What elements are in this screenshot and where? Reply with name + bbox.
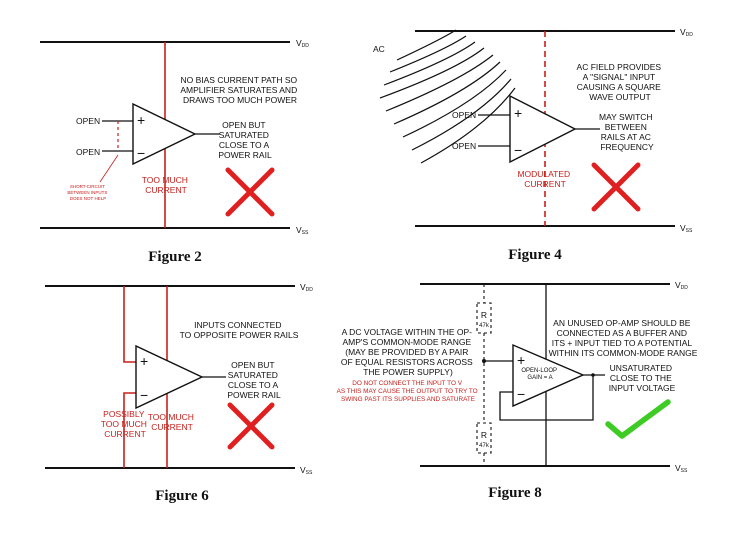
resistor-top [476, 302, 492, 334]
fig2-current-note: TOO MUCH CURRENT [142, 175, 191, 195]
fail-cross-icon [225, 167, 275, 217]
figure-8-caption: Figure 8 [488, 485, 541, 501]
feedback-wire [499, 375, 594, 421]
open-bottom-label: OPEN [76, 147, 100, 157]
figure-4-caption: Figure 4 [508, 247, 562, 263]
vdd-label: VDD [296, 38, 309, 49]
resistor-bottom [476, 422, 492, 454]
op-amp [135, 344, 204, 410]
vss-label: VSS [680, 223, 693, 234]
figure-8: VDD VSS R 47k R 47k + − OPEN-LOOP GAIN =… [337, 280, 698, 501]
open-bottom-label: OPEN [452, 141, 476, 151]
fig8-right-note: AN UNUSED OP-AMP SHOULD BE CONNECTED AS … [549, 318, 698, 358]
vdd-label: VDD [300, 282, 313, 293]
resistor-top-value: 47k [479, 323, 490, 329]
minus-sign: − [517, 386, 525, 402]
minus-sign: − [137, 145, 145, 161]
fig2-output-note: OPEN BUT SATURATED CLOSE TO A POWER RAIL [218, 120, 272, 160]
op-amp [512, 343, 585, 408]
open-top-label: OPEN [452, 110, 476, 120]
vss-label: VSS [296, 225, 309, 236]
plus-sign: + [517, 352, 525, 368]
plus-input-to-vdd [123, 286, 136, 363]
minus-sign: − [514, 142, 522, 158]
fig8-output-note: UNSATURATED CLOSE TO THE INPUT VOLTAGE [609, 363, 676, 393]
fig8-warning: DO NOT CONNECT THE INPUT TO V AS THIS MA… [337, 380, 480, 403]
fig6-output-note: OPEN BUT SATURATED CLOSE TO A POWER RAIL [227, 360, 281, 400]
op-amp [132, 102, 197, 166]
plus-sign: + [514, 105, 522, 121]
resistor-bottom-label: R [481, 430, 487, 440]
output-node [591, 373, 595, 377]
open-loop-gain-label: OPEN-LOOP GAIN = A [521, 368, 558, 381]
ac-field-waves [379, 29, 516, 164]
minus-input-to-vss [123, 392, 136, 468]
short-circuit-pointer [99, 154, 119, 183]
figure-6-caption: Figure 6 [155, 488, 209, 504]
pass-check-icon [605, 399, 671, 439]
fig6-note: INPUTS CONNECTED TO OPPOSITE POWER RAILS [180, 320, 299, 340]
fig6-possibly-note: POSSIBLY TOO MUCH CURRENT [101, 409, 150, 439]
figure-6: VDD VSS + − INPUTS CONNECTED TO OPPOSITE… [45, 282, 313, 504]
resistor-top-label: R [481, 310, 487, 320]
vdd-label: VDD [675, 280, 688, 291]
vss-label: VSS [300, 465, 313, 476]
resistor-bottom-value: 47k [479, 443, 490, 449]
figure-2-caption: Figure 2 [148, 249, 201, 265]
fig4-output-note: MAY SWITCH BETWEEN RAILS AT AC FREQUENCY [599, 112, 655, 152]
vss-label: VSS [675, 463, 688, 474]
fig2-short-note: SHORT-CIRCUIT BETWEEN INPUTS DOES NOT HE… [67, 184, 108, 201]
op-amp [509, 94, 577, 164]
fig6-current-note: TOO MUCH CURRENT [148, 412, 197, 432]
figure-2: VDD VSS + − OPEN OPEN NO BIAS CURRENT PA… [40, 38, 309, 265]
ac-label: AC [373, 44, 385, 54]
fig4-note: AC FIELD PROVIDES A "SIGNAL" INPUT CAUSI… [577, 62, 664, 102]
open-top-label: OPEN [76, 116, 100, 126]
fig2-note: NO BIAS CURRENT PATH SO AMPLIFIER SATURA… [180, 75, 299, 105]
plus-sign: + [137, 112, 145, 128]
minus-sign: − [140, 387, 148, 403]
fig8-left-note: A DC VOLTAGE WITHIN THE OP- AMP'S COMMON… [341, 327, 475, 377]
plus-sign: + [140, 353, 148, 369]
fail-cross-icon [591, 162, 641, 212]
figure-4: VDD VSS AC + − OPEN OPEN AC FIELD PROVID… [373, 27, 693, 263]
vdd-label: VDD [680, 27, 693, 38]
fig4-current-note: MODULATED CURRENT [517, 169, 572, 189]
fail-cross-icon [227, 402, 275, 450]
